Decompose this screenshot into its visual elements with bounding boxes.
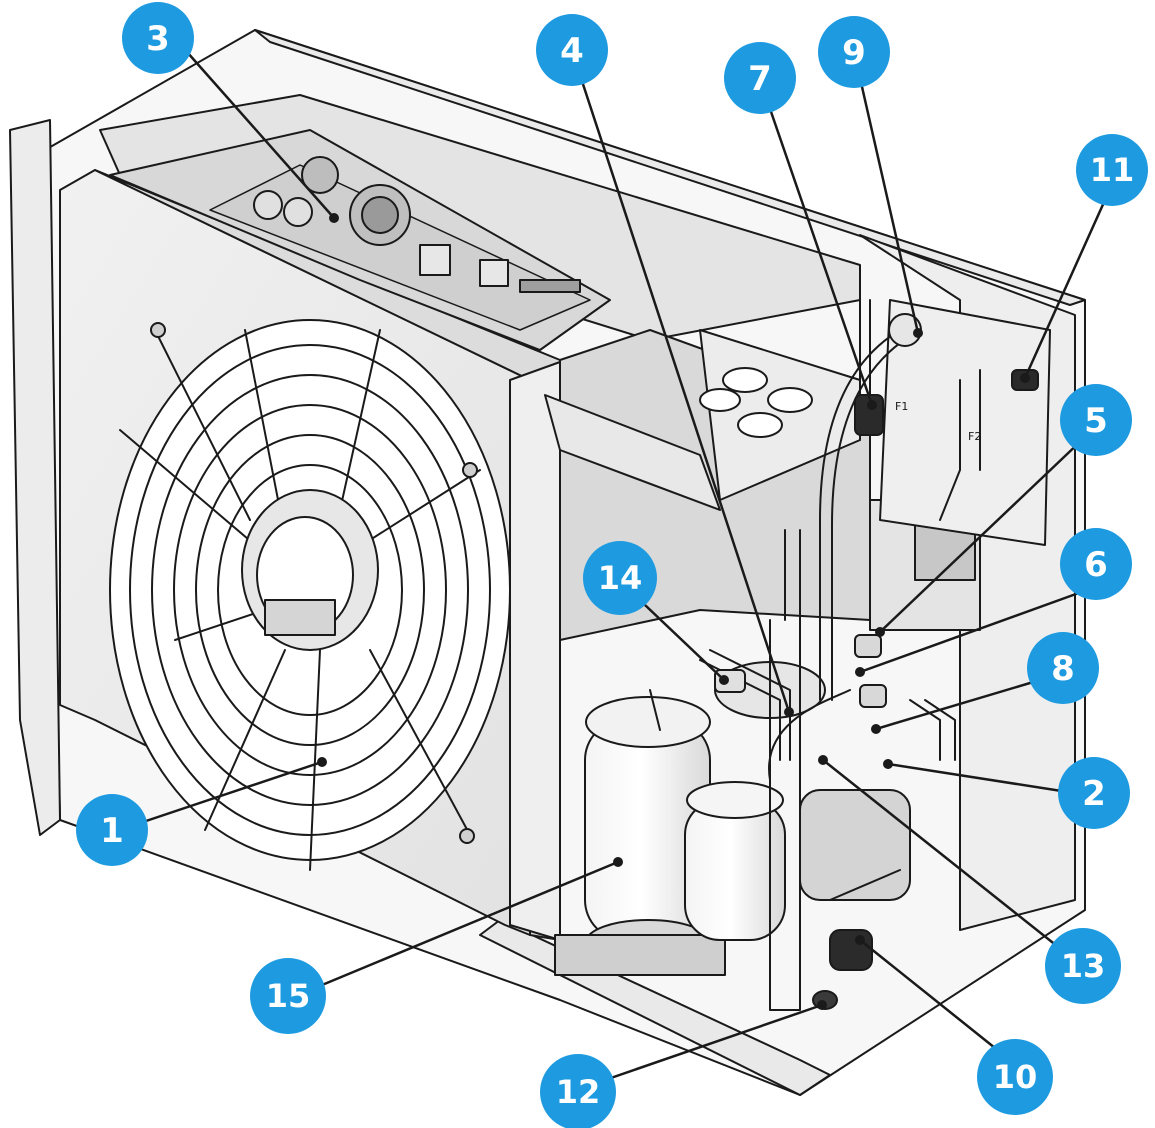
callout-15-number: 15 xyxy=(266,977,311,1015)
callout-9: 9 xyxy=(818,16,890,88)
leader-line-1 xyxy=(142,760,323,824)
leader-line-12 xyxy=(604,1003,823,1082)
callout-5-number: 5 xyxy=(1084,401,1108,441)
callout-3-number: 3 xyxy=(146,19,170,59)
callout-3: 3 xyxy=(122,2,194,74)
callout-7: 7 xyxy=(724,42,796,114)
callout-6: 6 xyxy=(1060,528,1132,600)
callout-6-number: 6 xyxy=(1084,545,1108,585)
callout-15: 15 xyxy=(250,958,326,1034)
callout-4-number: 4 xyxy=(560,31,584,71)
leader-line-15 xyxy=(309,860,619,992)
callout-1: 1 xyxy=(76,794,148,866)
pipe-label-f1: F1 xyxy=(895,400,908,413)
leader-line-13 xyxy=(822,759,1063,951)
leader-line-10 xyxy=(859,939,1011,1061)
leader-line-4 xyxy=(578,74,791,713)
callout-10: 10 xyxy=(977,1039,1053,1115)
callout-14: 14 xyxy=(583,541,657,615)
pipe-label-f2: F2 xyxy=(968,430,981,443)
leader-line-9 xyxy=(858,77,920,334)
callout-12-number: 12 xyxy=(556,1073,601,1111)
callout-13-number: 13 xyxy=(1061,947,1106,985)
leader-line-3 xyxy=(186,51,335,219)
callout-7-number: 7 xyxy=(748,59,772,99)
callout-13: 13 xyxy=(1045,928,1121,1004)
leader-line-14 xyxy=(644,604,725,681)
leader-line-5 xyxy=(879,437,1085,633)
callout-2: 2 xyxy=(1058,757,1130,829)
leader-line-6 xyxy=(859,588,1088,674)
callout-9-number: 9 xyxy=(842,33,866,73)
callout-12: 12 xyxy=(540,1054,616,1128)
leader-line-7 xyxy=(766,102,874,406)
pipework xyxy=(649,299,981,1011)
callout-4: 4 xyxy=(536,14,608,86)
leader-lines xyxy=(142,51,1107,1082)
leader-line-8 xyxy=(875,678,1041,731)
callout-1-number: 1 xyxy=(100,811,124,851)
callout-badges: 1 2 3 4 5 6 7 8 xyxy=(76,2,1148,1128)
leader-dots xyxy=(317,213,1030,1010)
callout-11: 11 xyxy=(1076,134,1148,206)
compressor xyxy=(554,696,726,976)
callout-5: 5 xyxy=(1060,384,1132,456)
control-board xyxy=(109,129,611,351)
callout-8-number: 8 xyxy=(1051,649,1075,689)
fan-motor xyxy=(241,489,379,651)
leader-line-2 xyxy=(887,762,1069,794)
leader-line-11 xyxy=(1023,199,1107,379)
callout-2-number: 2 xyxy=(1082,774,1106,814)
callout-11-number: 11 xyxy=(1090,151,1135,189)
callout-10-number: 10 xyxy=(993,1058,1038,1096)
callout-14-number: 14 xyxy=(598,559,643,597)
callout-8: 8 xyxy=(1027,632,1099,704)
